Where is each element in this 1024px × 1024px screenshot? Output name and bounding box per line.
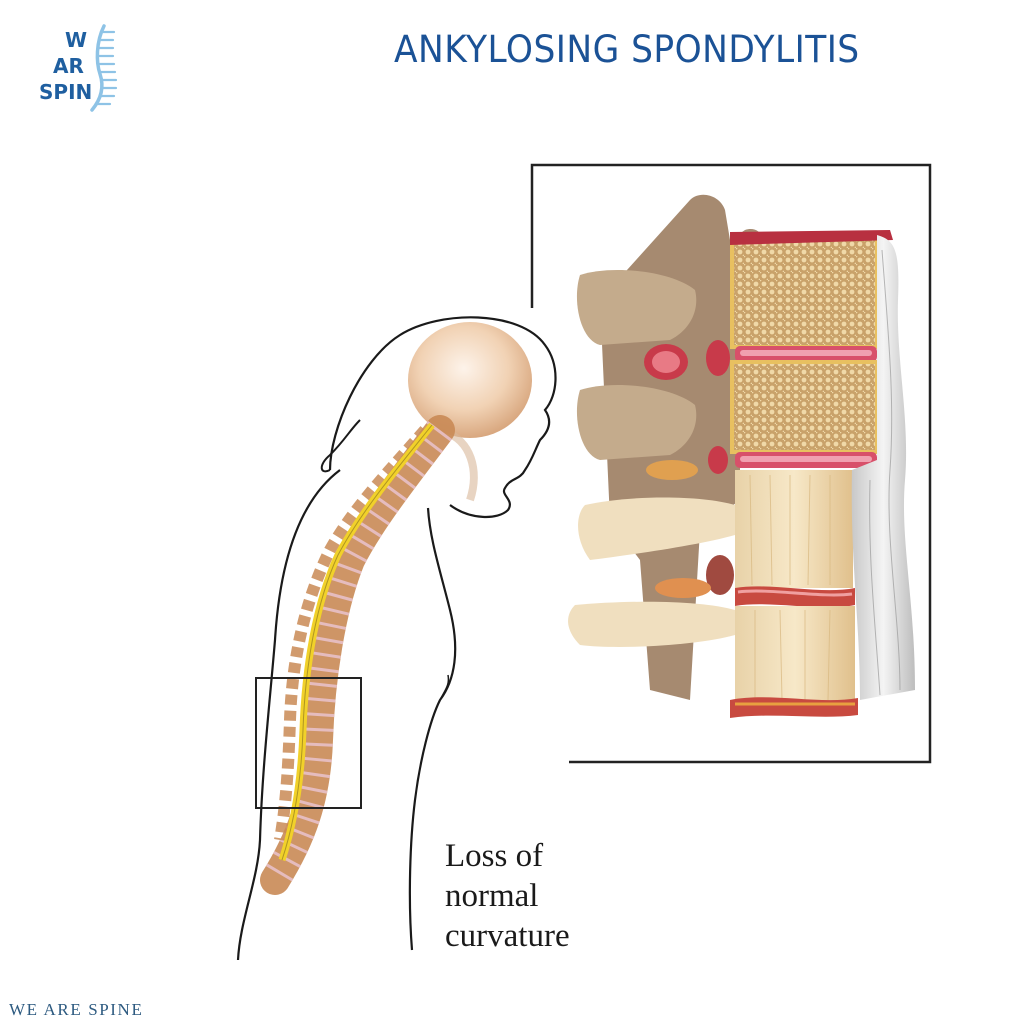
caption-line-3: curvature xyxy=(445,918,570,954)
inset-frame xyxy=(530,163,932,764)
logo-line-3: SPIN xyxy=(39,80,93,104)
caption-line-2: normal xyxy=(445,878,539,914)
vertebrae-closeup xyxy=(568,194,915,718)
spine-icon xyxy=(90,24,118,112)
footer-brand: WE ARE SPINE xyxy=(9,1000,144,1019)
curvature-caption: Loss of normal curvature xyxy=(445,836,570,956)
logo-line-2: AR xyxy=(53,54,84,78)
caption-line-1: Loss of xyxy=(445,838,544,874)
logo-line-1: W xyxy=(65,28,88,52)
page-title: ANKYLOSING SPONDYLITIS xyxy=(394,28,860,71)
figure-group xyxy=(236,316,557,961)
brand-logo: W AR SPIN xyxy=(36,22,120,114)
